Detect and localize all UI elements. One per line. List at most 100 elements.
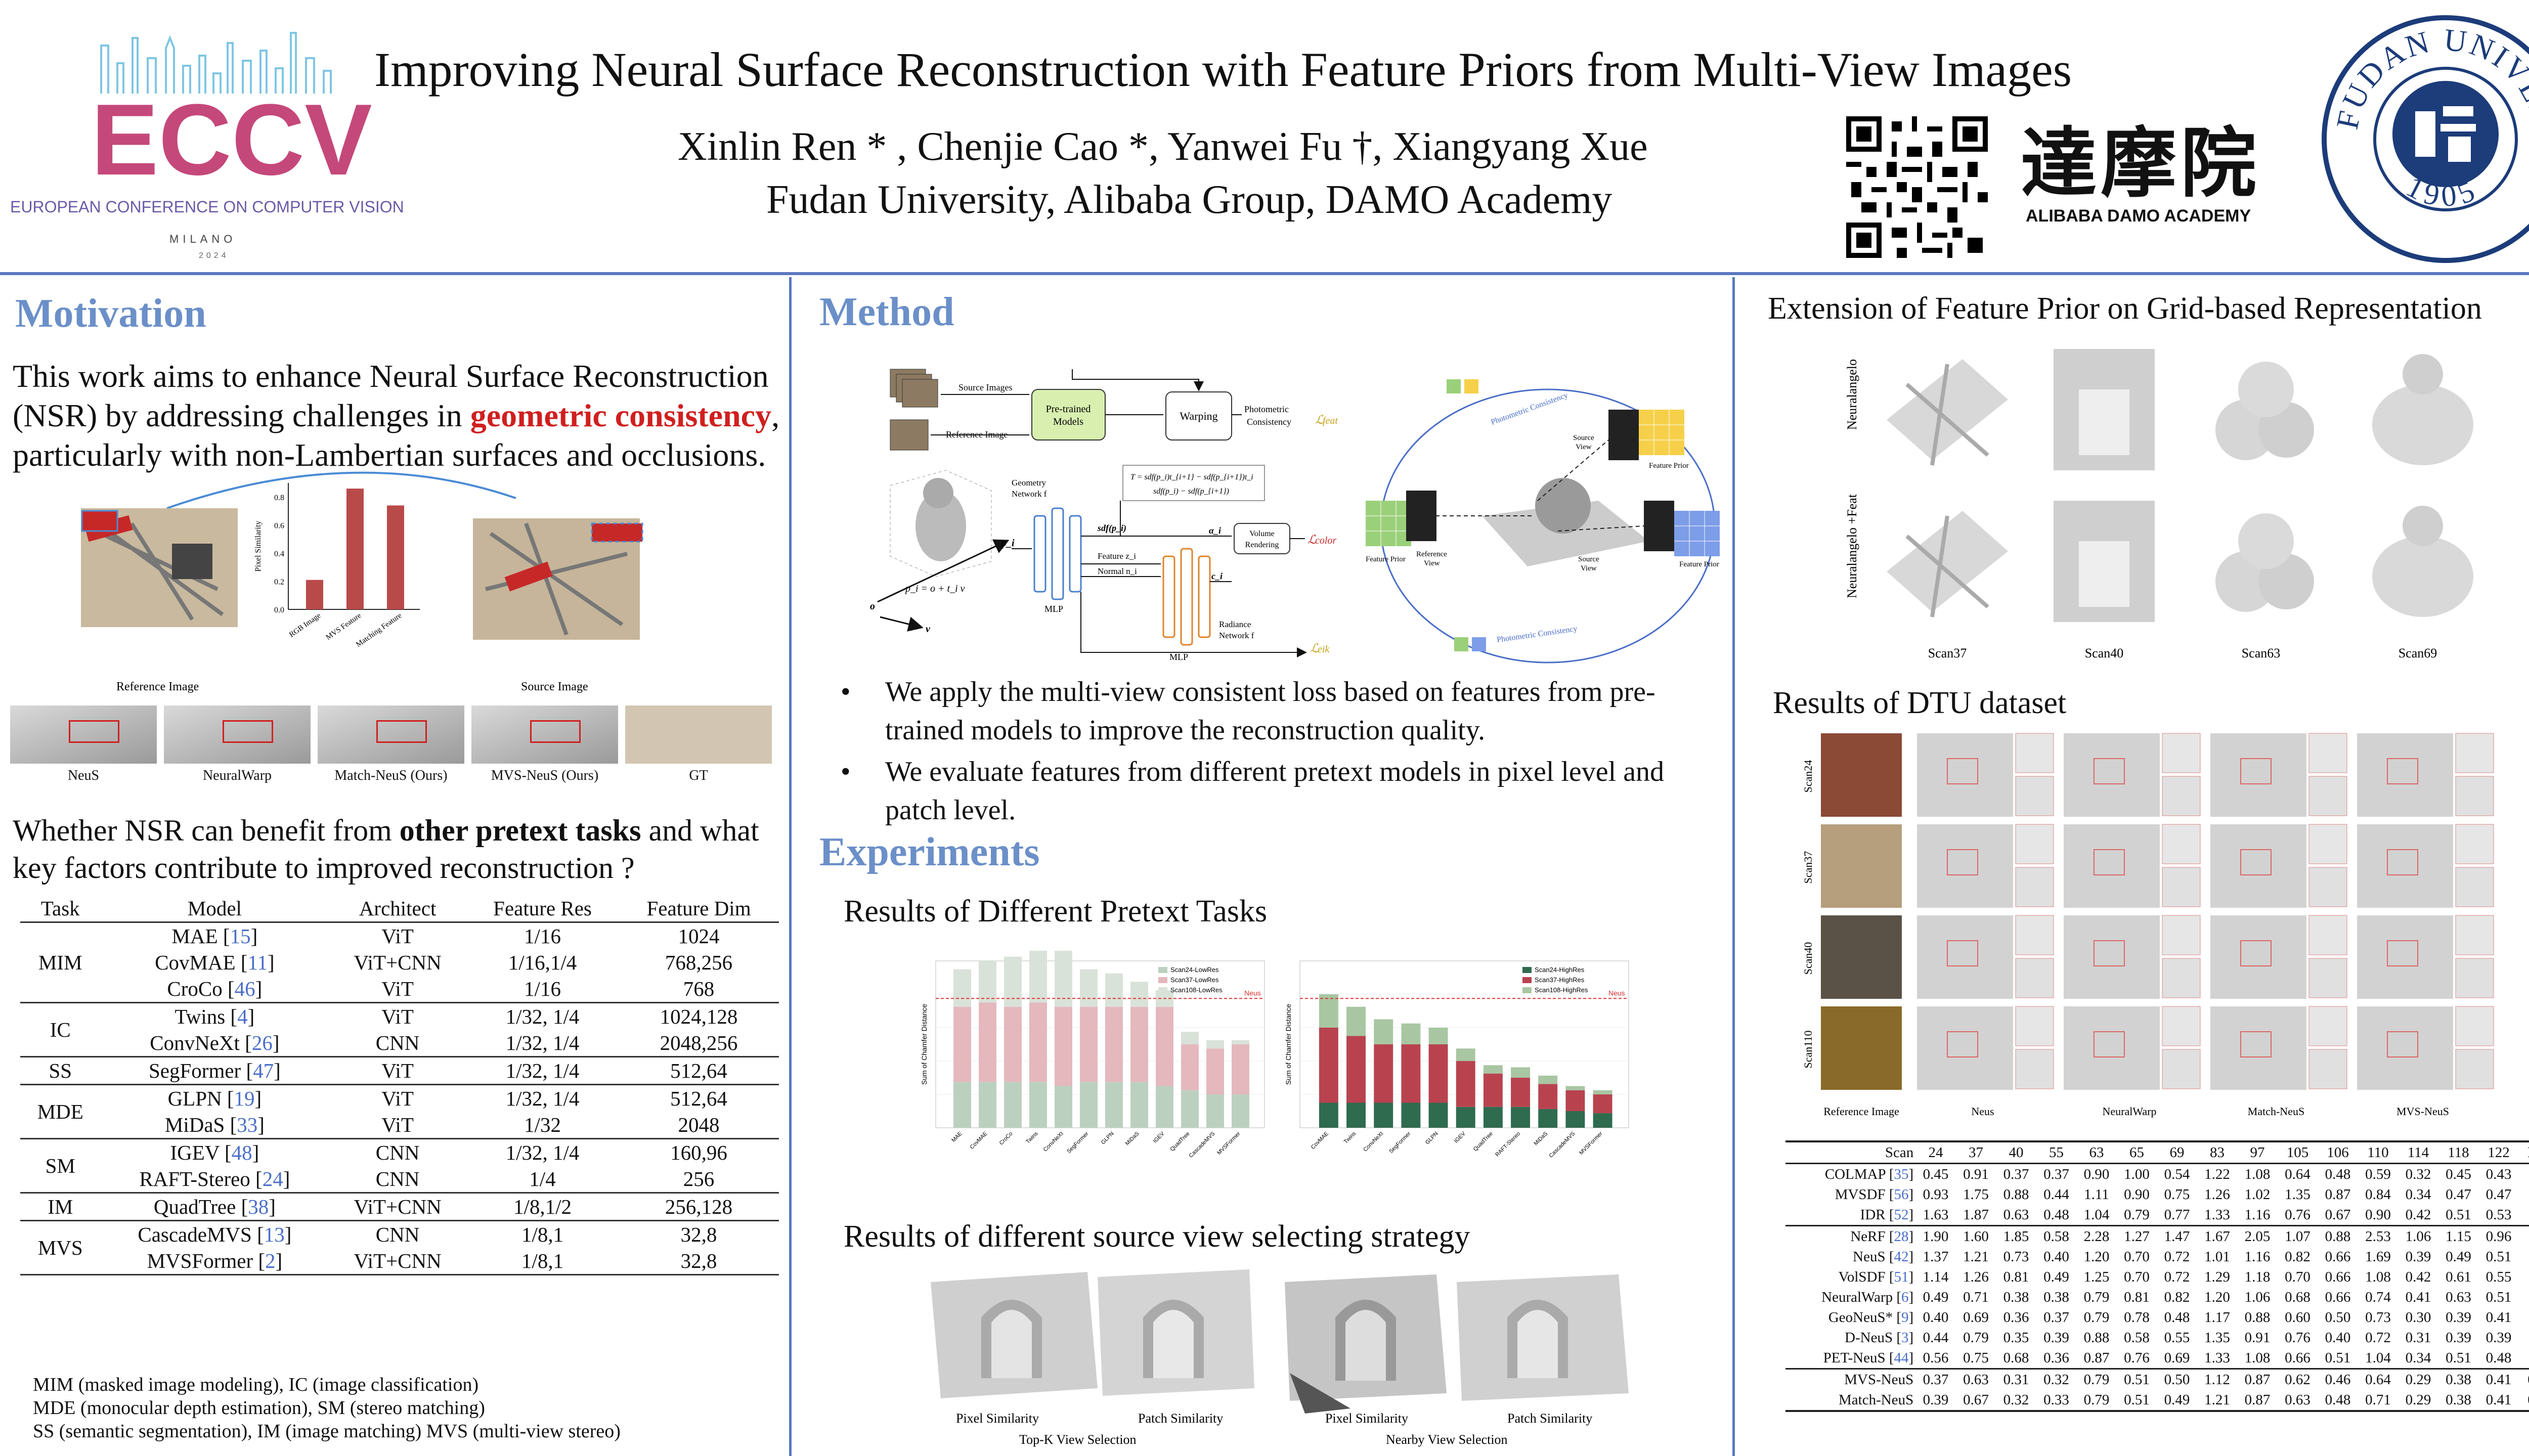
svg-text:color: color <box>1315 535 1336 546</box>
thumb-image <box>318 705 464 764</box>
citation-link[interactable]: 28 <box>1894 1228 1909 1245</box>
citation-link[interactable]: 4 <box>237 1005 248 1028</box>
chart-bar <box>346 489 364 609</box>
citation-link[interactable]: 33 <box>237 1113 258 1136</box>
citation-link[interactable]: 52 <box>1894 1207 1909 1223</box>
citation-link[interactable]: 47 <box>253 1059 274 1082</box>
column-label: Scan63 <box>2242 646 2281 660</box>
citation-link[interactable]: 19 <box>234 1087 255 1110</box>
table-cell: 0.45 <box>1923 1166 1949 1182</box>
table-cell: 1024,128 <box>619 1002 779 1030</box>
chart-bar-segment <box>1319 1028 1338 1103</box>
table-cell: 0.30 <box>2405 1309 2431 1326</box>
table-cell: 1.20 <box>2204 1289 2230 1305</box>
table-cell: 0.78 <box>2124 1309 2150 1326</box>
citation-link[interactable]: 48 <box>231 1141 252 1164</box>
table-cell: 1.14 <box>1923 1269 1949 1285</box>
citation-link[interactable]: 46 <box>234 977 255 1000</box>
table-cell: 0.65 <box>2519 1164 2529 1185</box>
table-cell: 0.49 <box>1923 1289 1949 1305</box>
table-cell: 1.67 <box>2204 1228 2230 1245</box>
chart-bar-segment <box>953 1082 971 1128</box>
sv-label: Pixel Similarity <box>956 1411 1039 1426</box>
svg-text:Network f: Network f <box>1219 631 1254 640</box>
task-cell: IC <box>20 1002 101 1057</box>
column-divider-1 <box>789 277 792 1456</box>
qr-code[interactable] <box>1846 116 1988 258</box>
table-cell: 1.85 <box>2003 1228 2029 1245</box>
citation-link[interactable]: 2 <box>265 1249 276 1272</box>
citation-link[interactable]: 9 <box>1901 1309 1909 1326</box>
table-cell: 0.51 <box>2486 1289 2512 1305</box>
table-cell: 0.56 <box>1923 1350 1949 1366</box>
citation-link[interactable]: 51 <box>1894 1269 1909 1285</box>
citation-link[interactable]: 38 <box>248 1195 269 1218</box>
zoom-crop <box>2308 1049 2347 1089</box>
svg-text:Source: Source <box>1578 555 1599 563</box>
arch-render <box>1098 1269 1254 1396</box>
chart-bar-segment <box>1428 1028 1448 1044</box>
svg-text:eik: eik <box>1318 644 1330 655</box>
mesh-render <box>2054 501 2155 622</box>
mesh-render <box>2357 824 2453 908</box>
damo-label: ALIBABA DAMO ACADEMY <box>2026 206 2251 226</box>
label-color: c_i <box>1211 571 1223 581</box>
table-cell: 1.12 <box>2204 1372 2230 1388</box>
citation-link[interactable]: 15 <box>230 924 251 948</box>
chart-bar-segment <box>1401 1023 1421 1044</box>
label-photometric-top: Photometric Consistency <box>1490 391 1569 427</box>
table-cell: 256,128 <box>619 1192 779 1221</box>
citation-link[interactable]: 35 <box>1894 1166 1909 1182</box>
zoom-crop <box>2162 1049 2201 1089</box>
table-cell: 1.35 <box>2204 1330 2230 1346</box>
svg-text:Rendering: Rendering <box>1245 541 1279 549</box>
table-cell: 0.48 <box>2325 1166 2351 1182</box>
arch-render <box>1457 1274 1629 1401</box>
comparison-thumb: GT <box>625 705 772 784</box>
chart-bar <box>387 505 404 609</box>
table-header-cell: 114 <box>2407 1144 2429 1161</box>
mesh-render <box>2210 915 2306 999</box>
citation-link[interactable]: 44 <box>1894 1350 1909 1366</box>
table-cell: CNN <box>375 1031 420 1054</box>
table-cell: 0.70 <box>2285 1269 2310 1285</box>
table-cell: CNN <box>329 1220 466 1248</box>
reference-image <box>1821 1006 1902 1090</box>
citation-link[interactable]: 11 <box>247 951 268 974</box>
table-cell: 0.35 <box>2003 1330 2029 1346</box>
legend-label: Scan37-HighRes <box>1535 976 1585 984</box>
citation-link[interactable]: 6 <box>1901 1289 1909 1305</box>
citation-link[interactable]: 13 <box>264 1223 285 1246</box>
zoom-crop <box>2162 958 2201 998</box>
comparison-thumb: Match-NeuS (Ours) <box>318 705 464 784</box>
arch-render <box>931 1272 1098 1398</box>
method-cell: NeuS [42] <box>1853 1249 1914 1265</box>
table-cell: 0.66 <box>2285 1350 2310 1366</box>
task-cell: IM <box>20 1192 101 1221</box>
chart-category-label: Twins <box>1025 1130 1039 1145</box>
citation-link[interactable]: 24 <box>262 1167 283 1190</box>
table-cell: 32,8 <box>619 1220 779 1248</box>
chart-bar-segment <box>1346 1006 1366 1036</box>
table-cell: 0.51 <box>2124 1392 2150 1408</box>
citation-link[interactable]: 42 <box>1894 1249 1909 1265</box>
highlight-box <box>1947 849 1978 875</box>
table-cell: 0.36 <box>2043 1350 2069 1366</box>
chart-bar-segment <box>953 969 971 1007</box>
chart-tick-label: 0.4 <box>274 550 284 558</box>
citation-link[interactable]: 3 <box>1901 1330 1909 1346</box>
geometry-mlp <box>1033 507 1082 600</box>
motivation-heading: Motivation <box>15 291 206 336</box>
chart-bar-segment <box>1374 1044 1393 1103</box>
table-cell: 0.45 <box>2446 1166 2471 1182</box>
citation-link[interactable]: 26 <box>251 1031 273 1054</box>
method-diagram: Source Images Reference Image Pre-traine… <box>870 369 1720 664</box>
table-cell: 0.55 <box>2164 1330 2190 1346</box>
chart-bar-segment <box>1428 1044 1448 1103</box>
table-cell: 0.48 <box>2325 1392 2351 1408</box>
citation-link[interactable]: 56 <box>1894 1186 1909 1203</box>
